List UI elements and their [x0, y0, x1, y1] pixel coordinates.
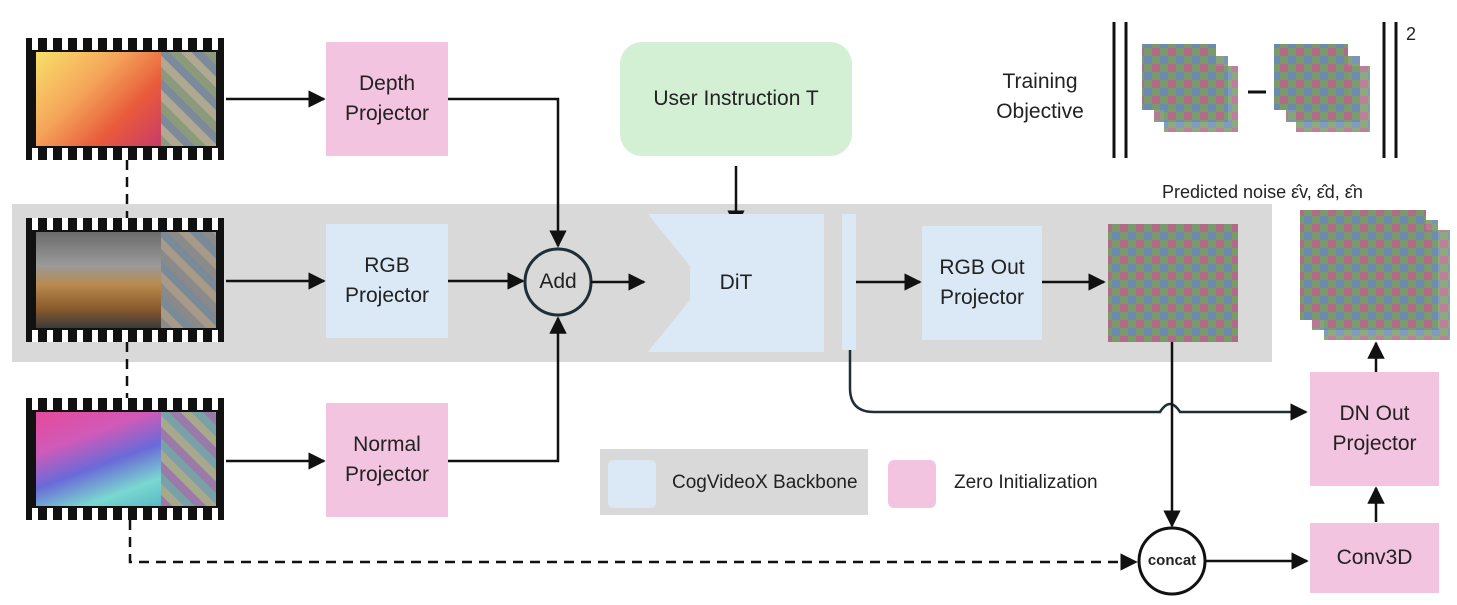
depth-video-frame — [26, 38, 224, 160]
rgb-projector: RGB Projector — [326, 224, 448, 338]
objective-noise-stack-b — [1274, 44, 1370, 132]
training-objective-label: Training Objective — [996, 70, 1084, 123]
dashed-link-to-concat — [128, 520, 1138, 571]
predicted-noise-label: Predicted noise ε̂v, ε̂d, ε̂n — [1162, 182, 1363, 202]
legend-backbone-swatch — [608, 460, 656, 508]
rgb-predicted-noise — [1108, 224, 1238, 342]
depth-video-image — [36, 52, 161, 146]
concat-label: concat — [1147, 552, 1197, 569]
predicted-noise-stack — [1300, 210, 1450, 340]
dit-output-bar — [842, 214, 856, 350]
dit-label: DiT — [719, 271, 753, 294]
rgb-out-projector: RGB Out Projector — [922, 226, 1042, 340]
conv3d-box: Conv3D — [1310, 523, 1439, 593]
legend-zero-init-swatch — [888, 460, 936, 508]
rgb-video-frame — [26, 218, 224, 342]
normal-video-image — [36, 412, 161, 506]
depth-projector: Depth Projector — [326, 42, 448, 156]
objective-noise-stack-a — [1142, 44, 1238, 132]
arrow-depth-to-add — [448, 97, 567, 248]
objective-exponent: 2 — [1406, 24, 1417, 44]
arrow-bar-to-dn-out — [848, 350, 1308, 421]
user-instruction-box: User Instruction T — [620, 42, 852, 156]
normal-noise-patch — [161, 412, 216, 506]
normal-video-frame — [26, 398, 224, 520]
arrow-normal-to-add — [448, 316, 567, 463]
rgb-video-image — [36, 232, 161, 328]
rgb-noise-patch — [161, 232, 216, 328]
normal-projector: Normal Projector — [326, 403, 448, 517]
depth-noise-patch — [161, 52, 216, 146]
legend-backbone-label: CogVideoX Backbone — [672, 472, 858, 493]
dit-block-shape — [648, 214, 824, 352]
add-label: Add — [539, 270, 577, 293]
dn-out-projector: DN Out Projector — [1310, 372, 1439, 486]
legend-zero-init-label: Zero Initialization — [954, 472, 1098, 493]
